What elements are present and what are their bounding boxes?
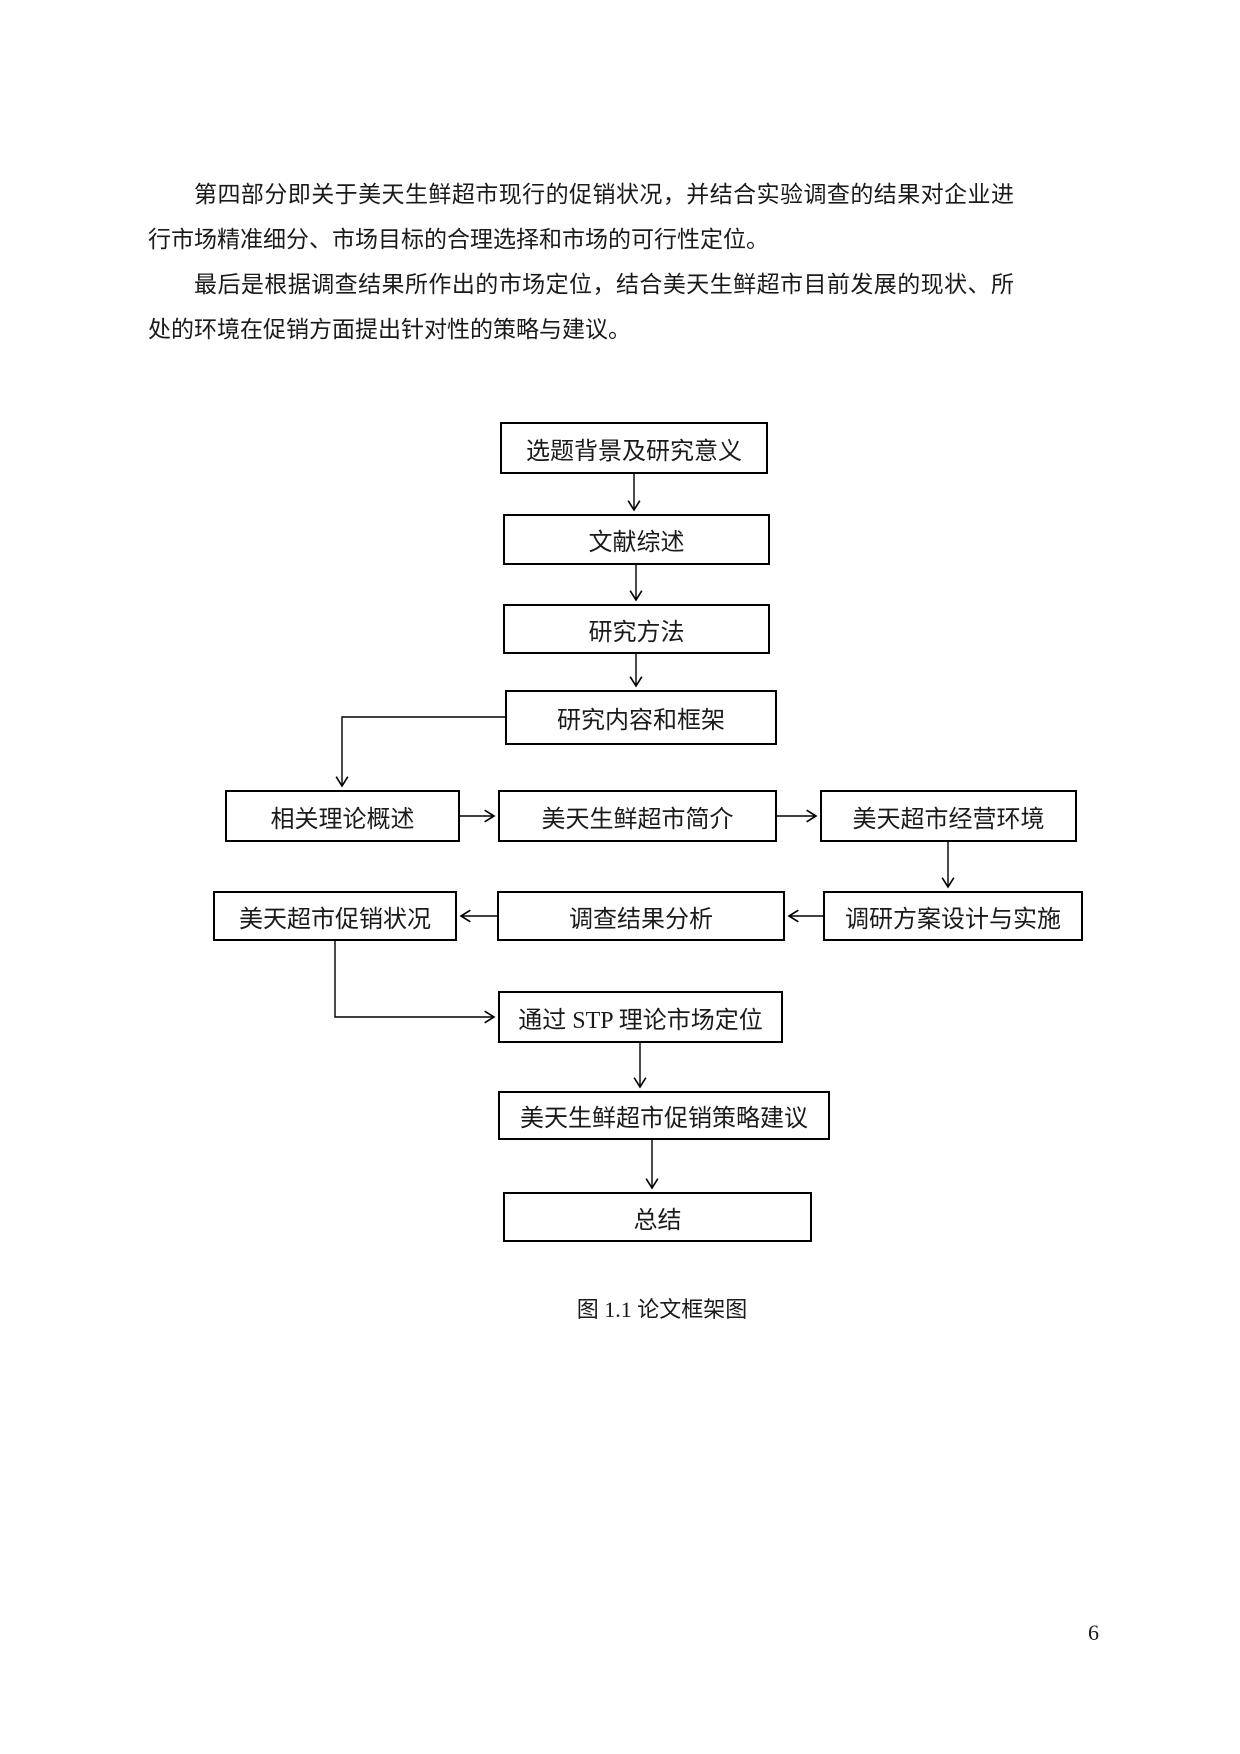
figure-caption: 图 1.1 论文框架图 (576, 1297, 748, 1322)
flow-node-background: 选题背景及研究意义 (500, 422, 768, 474)
flow-node-method: 研究方法 (503, 604, 770, 654)
arrow-framework-theory (335, 716, 505, 788)
flow-node-survey-design: 调研方案设计与实施 (823, 891, 1083, 941)
flow-node-survey-analysis: 调查结果分析 (497, 891, 785, 941)
flow-node-theory: 相关理论概述 (225, 790, 460, 842)
body-text: 第四部分即关于美天生鲜超市现行的促销状况，并结合实验调查的结果对企业进行市场精准… (148, 172, 1014, 352)
flow-node-environment: 美天超市经营环境 (820, 790, 1077, 842)
arrow-promotionstatus-stp (334, 941, 496, 1024)
flow-node-suggestions: 美天生鲜超市促销策略建议 (498, 1091, 830, 1140)
flow-node-summary: 总结 (503, 1192, 812, 1242)
flow-node-stp: 通过 STP 理论市场定位 (498, 991, 783, 1043)
paragraph-1: 第四部分即关于美天生鲜超市现行的促销状况，并结合实验调查的结果对企业进行市场精准… (148, 182, 1014, 252)
flow-node-intro: 美天生鲜超市简介 (498, 790, 777, 842)
page-number: 6 (1088, 1620, 1099, 1645)
flow-node-literature: 文献综述 (503, 514, 770, 565)
paragraph-2: 最后是根据调查结果所作出的市场定位，结合美天生鲜超市目前发展的现状、所处的环境在… (148, 272, 1014, 342)
flow-node-promotion-status: 美天超市促销状况 (213, 891, 457, 941)
flow-node-framework: 研究内容和框架 (505, 690, 777, 745)
